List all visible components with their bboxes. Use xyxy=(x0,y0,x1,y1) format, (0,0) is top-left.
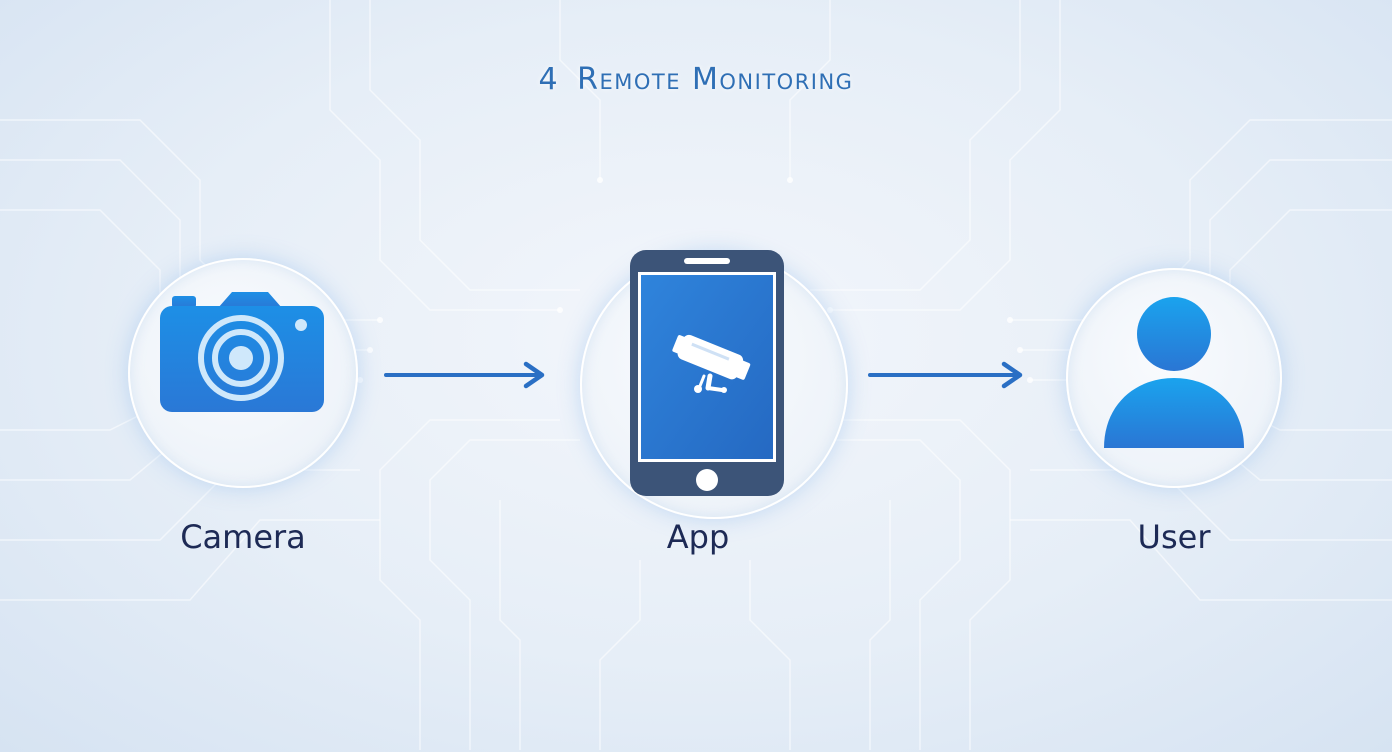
camera-icon xyxy=(160,292,324,412)
app-label: App xyxy=(666,518,730,556)
arrow-app-to-user xyxy=(868,361,1023,389)
title-number: 4 xyxy=(538,62,560,97)
user-label: User xyxy=(1137,518,1211,556)
title-text: Remote Monitoring xyxy=(577,62,854,97)
security-camera-glyph xyxy=(672,334,751,393)
arrow-camera-to-app xyxy=(384,361,545,389)
diagram-title: 4 Remote Monitoring xyxy=(0,62,1392,97)
camera-label: Camera xyxy=(180,518,306,556)
smartphone-icon xyxy=(630,250,784,496)
user-icon xyxy=(1104,297,1244,448)
